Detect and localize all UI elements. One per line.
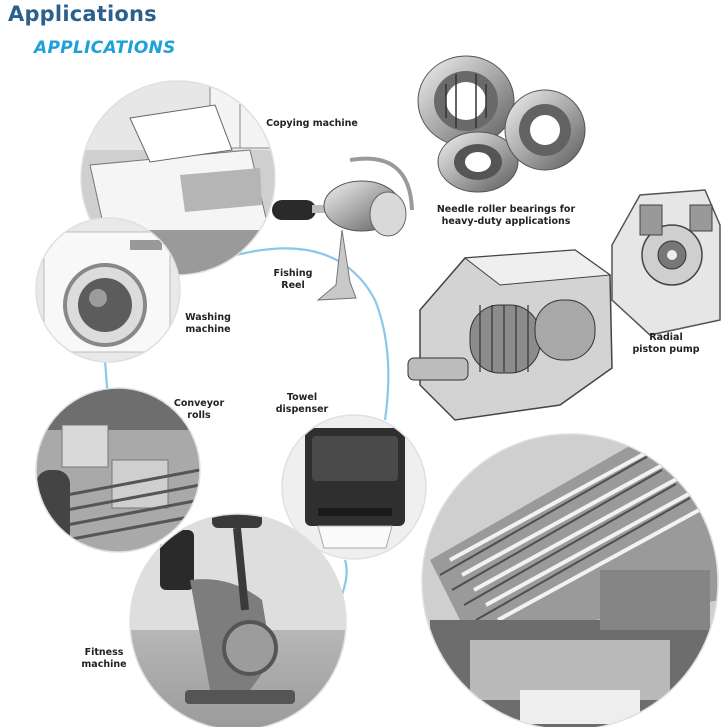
printing-machine-image [422, 434, 718, 727]
gear-pump-image [407, 249, 613, 421]
page-subtitle: APPLICATIONS [34, 38, 176, 58]
label-copying-machine: Copying machine [266, 118, 358, 129]
page-title: Applications [8, 2, 157, 26]
needle-bearings-image [417, 55, 586, 193]
radial-piston-pump-image [611, 189, 721, 336]
washing-machine-image [36, 218, 180, 362]
fitness-machine-image [130, 514, 346, 727]
towel-dispenser-image [282, 415, 426, 559]
fishing-reel-image [272, 156, 414, 301]
